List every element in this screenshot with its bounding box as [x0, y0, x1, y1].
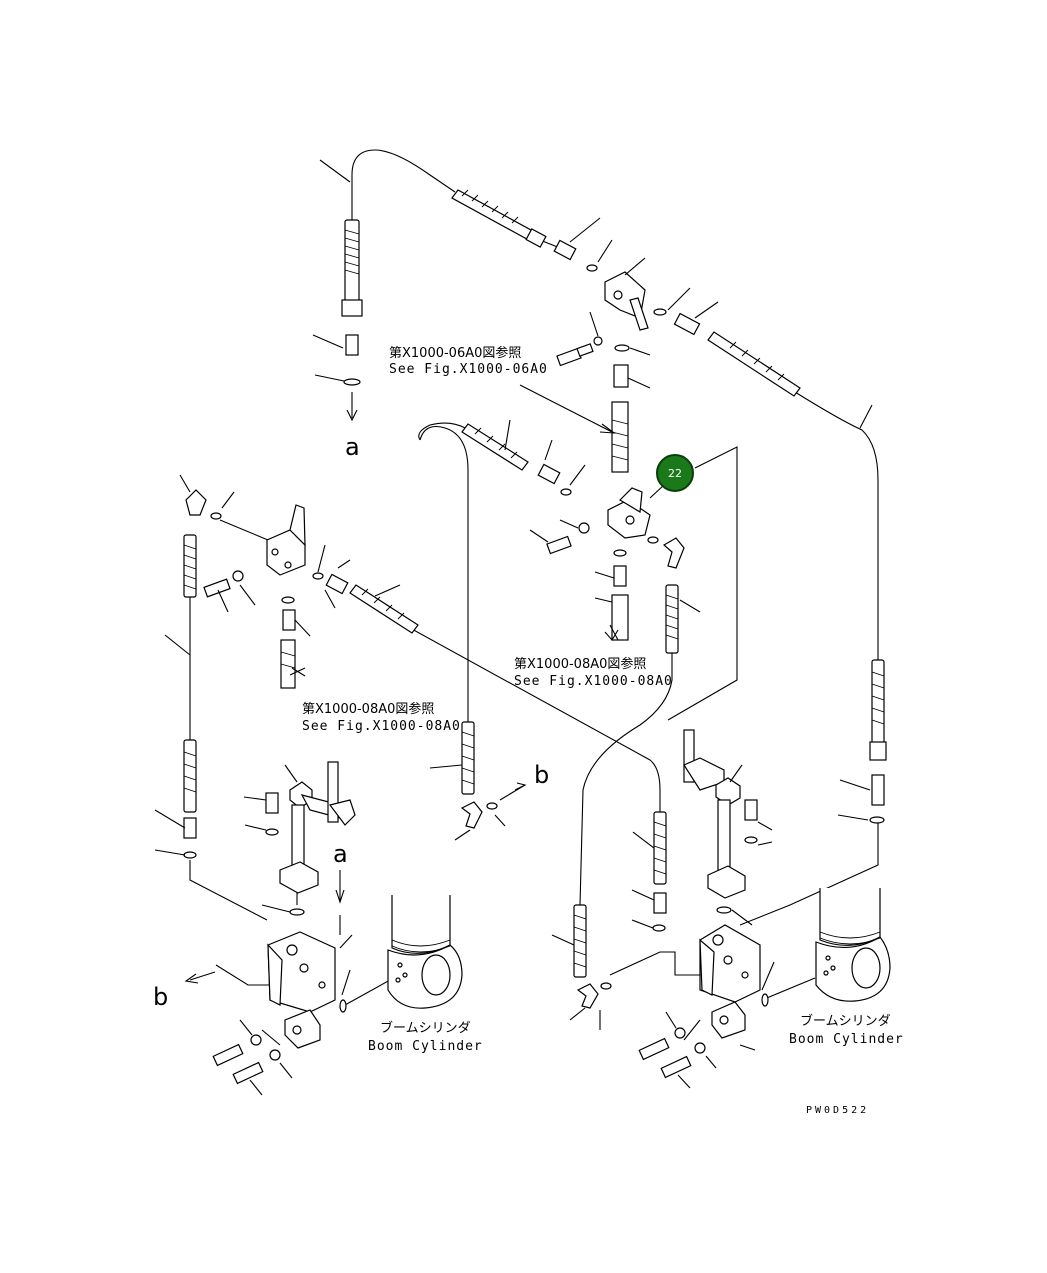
- ref-left-jp: 第X1000-08A0図参照: [302, 701, 434, 717]
- ref-top-en: See Fig.X1000-06A0: [389, 362, 548, 377]
- parts: [154, 159, 891, 1096]
- connector-labels: a a b b: [153, 433, 549, 1011]
- valve-block-right: [638, 924, 775, 1089]
- pipe-stand-left: [243, 761, 356, 935]
- hose-right-verticals: [551, 659, 887, 1030]
- boom-cylinder-left-en: Boom Cylinder: [368, 1039, 483, 1054]
- hose-center-vertical: [665, 584, 701, 654]
- drawing-code: PW0D522: [806, 1105, 869, 1116]
- boom-cylinder-right-drawing: [815, 888, 891, 1002]
- pipe-stand-right: [683, 729, 773, 926]
- component-labels: ブームシリンダ Boom Cylinder ブームシリンダ Boom Cylin…: [368, 1013, 904, 1054]
- boom-cylinder-right-jp: ブームシリンダ: [800, 1013, 891, 1029]
- hose-lines: [189, 149, 879, 1006]
- reference-labels: 第X1000-06A0図参照 See Fig.X1000-06A0 第X1000…: [302, 345, 673, 734]
- callout-22-marker[interactable]: [656, 454, 694, 492]
- fittings-top-right: [673, 301, 873, 429]
- hose-fitting-top-left: [312, 159, 363, 422]
- ref-center-jp: 第X1000-08A0図参照: [514, 656, 646, 672]
- bracket-top: [556, 257, 691, 473]
- hose-middle-vertical: [429, 721, 527, 841]
- boom-cylinder-right-en: Boom Cylinder: [789, 1032, 904, 1047]
- connector-a-mid: a: [333, 840, 348, 868]
- callout-22-label: 22: [668, 467, 682, 480]
- bracket-left: [179, 474, 351, 689]
- boom-cylinder-left-jp: ブームシリンダ: [380, 1020, 471, 1036]
- valve-block-left: [212, 931, 353, 1096]
- hose-left-diagonal: [349, 584, 419, 634]
- boom-cylinder-left-drawing: [387, 895, 463, 1009]
- hose-left-vertical: [154, 534, 197, 859]
- hose-top-diagonal: [451, 189, 613, 272]
- connector-b-left: b: [153, 983, 168, 1011]
- bracket-center: [529, 487, 685, 641]
- ref-top-jp: 第X1000-06A0図参照: [389, 345, 521, 361]
- connector-b-mid: b: [534, 761, 549, 789]
- hose-middle-top: [461, 419, 586, 496]
- callout-22[interactable]: 22: [649, 454, 694, 499]
- connector-a-top: a: [345, 433, 360, 461]
- ref-center-en: See Fig.X1000-08A0: [514, 674, 673, 689]
- ref-left-en: See Fig.X1000-08A0: [302, 719, 461, 734]
